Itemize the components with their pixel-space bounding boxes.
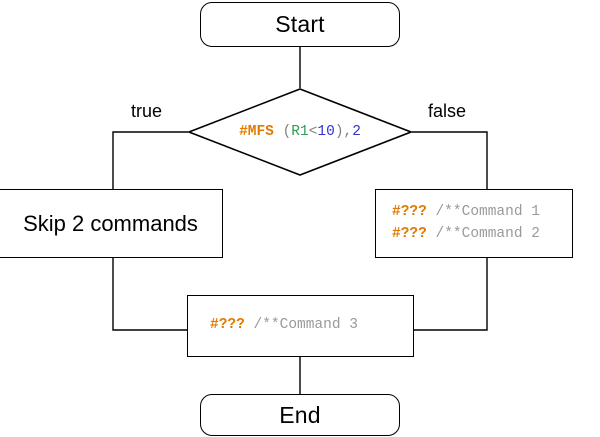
diamond-shape-icon (188, 88, 412, 176)
node-end-label: End (279, 401, 321, 428)
edge-skip-to-command3 (112, 258, 187, 331)
edge-decision-true-to-skip (112, 131, 188, 189)
command3-code-block: #??? /**Command 3 (188, 315, 358, 336)
node-command-3[interactable]: #??? /**Command 3 (187, 295, 414, 357)
decision-register: R1 (291, 124, 309, 140)
node-skip-label: Skip 2 commands (23, 210, 198, 236)
node-commands-1-2[interactable]: #??? /**Command 1 #??? /**Command 2 (375, 189, 573, 258)
command-line-2: #??? /**Command 2 (392, 224, 540, 245)
commands-code-block: #??? /**Command 1 #??? /**Command 2 (376, 202, 540, 244)
command-line-3: #??? /**Command 3 (210, 315, 358, 336)
command-3-directive: #??? (210, 317, 245, 334)
edge-decision-false-to-commands (412, 131, 488, 189)
command-1-comment: /**Command 1 (426, 204, 540, 221)
decision-operator: < (308, 124, 318, 140)
decision-close-paren: ), (334, 124, 353, 140)
command-2-comment: /**Command 2 (426, 225, 540, 242)
node-end[interactable]: End (200, 394, 400, 436)
node-start-label: Start (275, 11, 325, 37)
edge-label-false: false (428, 101, 467, 121)
command-line-1: #??? /**Command 1 (392, 202, 540, 223)
node-start[interactable]: Start (200, 2, 400, 47)
decision-code-line: #MFS (R1<10),2 (239, 124, 361, 140)
decision-space (274, 124, 283, 140)
edge-label-true: true (131, 101, 163, 121)
node-decision[interactable]: #MFS (R1<10),2 (188, 88, 412, 176)
edge-commands-to-command3 (414, 258, 488, 331)
decision-number: 10 (317, 124, 335, 140)
command-3-comment: /**Command 3 (244, 317, 358, 334)
decision-operand: 2 (352, 124, 361, 140)
command-2-directive: #??? (392, 225, 427, 242)
command-1-directive: #??? (392, 204, 427, 221)
decision-open-paren: ( (282, 124, 292, 140)
node-decision-text: #MFS (R1<10),2 (188, 88, 412, 176)
node-skip-2-commands[interactable]: Skip 2 commands (0, 189, 223, 258)
decision-directive: #MFS (239, 124, 274, 140)
